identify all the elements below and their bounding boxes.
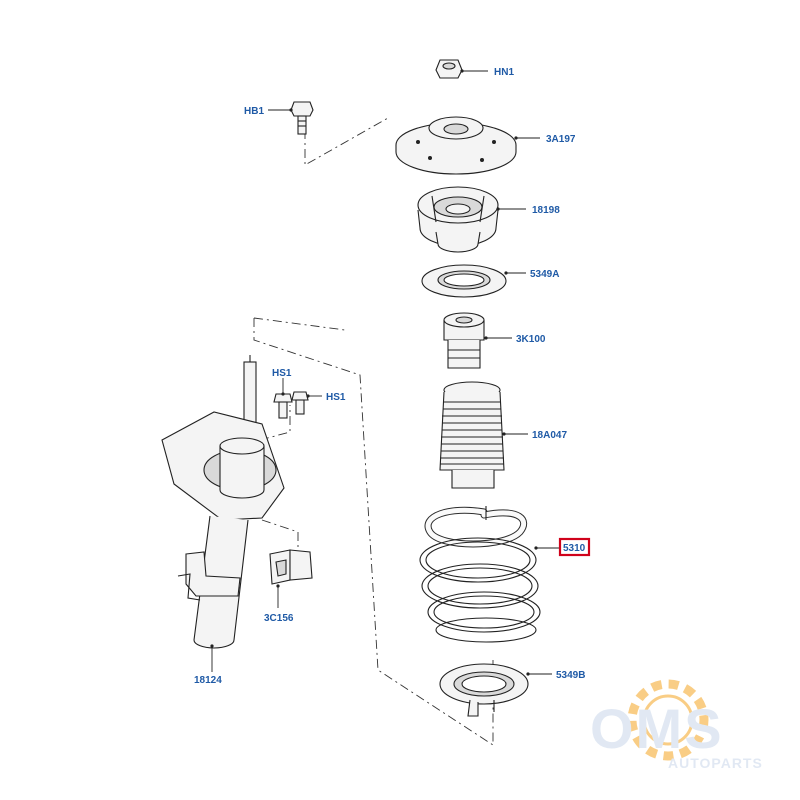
highlight-box-5310 (558, 537, 591, 557)
watermark: OMS AUTOPARTS (590, 679, 763, 771)
top-mount-plate-3a197[interactable]: 3A197 (395, 116, 576, 175)
bracket-3c156[interactable]: 3C156 (264, 549, 313, 624)
bolt-hs1-right[interactable]: HS1 (291, 391, 346, 415)
label-18a047: 18A047 (532, 430, 567, 441)
gear-icon (627, 679, 709, 761)
label-5349b: 5349B (556, 670, 585, 681)
label-hn1: HN1 (494, 67, 514, 78)
dust-boot-18a047[interactable]: 18A047 (439, 381, 567, 489)
label-5310: 5310 (563, 543, 586, 554)
dust-boot-ribs (440, 401, 504, 465)
coil-spring-5310[interactable]: 5310 (419, 506, 591, 643)
label-5349a: 5349A (530, 269, 559, 280)
label-hs1-upper: HS1 (272, 368, 292, 379)
bearing-18198[interactable]: 18198 (417, 186, 560, 253)
label-hb1: HB1 (244, 106, 264, 117)
bump-stop-3k100[interactable]: 3K100 (443, 312, 546, 369)
label-3c156: 3C156 (264, 613, 294, 624)
label-3k100: 3K100 (516, 334, 546, 345)
watermark-sub: AUTOPARTS (668, 755, 763, 771)
watermark-brand: OMS (590, 697, 724, 760)
lower-spring-seat-5349b[interactable]: 5349B (439, 663, 585, 717)
strut-18124[interactable]: 18124 (161, 355, 285, 686)
label-hs1-right: HS1 (326, 392, 346, 403)
upper-spring-seat-5349a[interactable]: 5349A (421, 264, 559, 298)
bolt-hb1[interactable]: HB1 (244, 101, 314, 135)
label-18198: 18198 (532, 205, 560, 216)
label-3a197: 3A197 (546, 134, 576, 145)
assembly-dash-lines (253, 117, 494, 746)
bolt-hs1-upper[interactable]: HS1 (272, 368, 293, 419)
nut-hn1[interactable]: HN1 (435, 59, 514, 79)
label-18124: 18124 (194, 675, 222, 686)
